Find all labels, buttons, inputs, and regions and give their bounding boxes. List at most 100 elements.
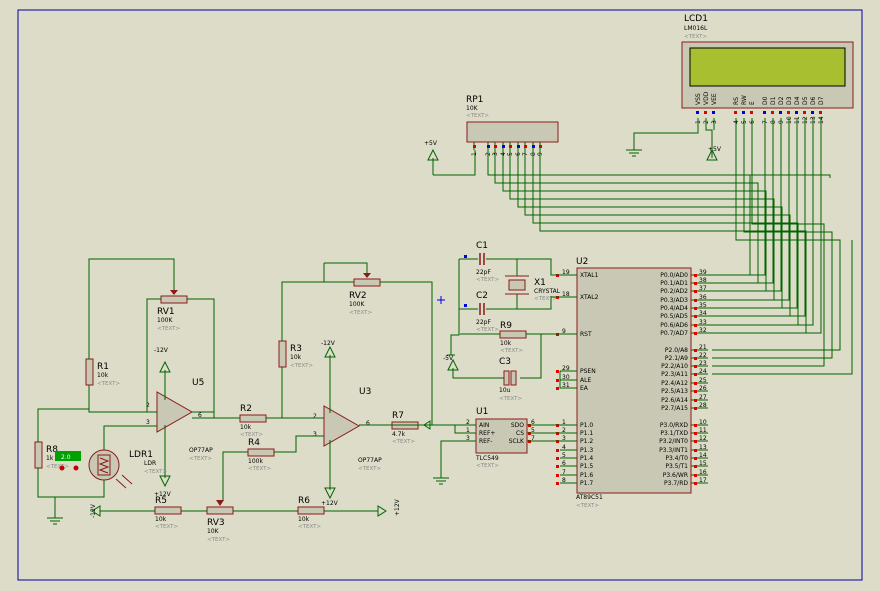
u2-pin-label-p16: P1.6 xyxy=(580,472,593,479)
rail-right-label: +12V xyxy=(394,498,401,516)
u3-text: <TEXT> xyxy=(358,466,381,472)
u3-opamp[interactable]: U3 2 3 6 OP77AP <TEXT> xyxy=(313,387,382,472)
u2-pin-marker xyxy=(694,482,697,485)
lcd-pin-label-vss: VSS xyxy=(695,93,702,105)
c2-capacitor[interactable]: C2 22pF <TEXT> xyxy=(459,291,499,333)
r9-text: <TEXT> xyxy=(500,348,523,354)
u1-pin-number: 1 xyxy=(466,427,470,434)
u2-pin-marker xyxy=(694,440,697,443)
u3-ref: U3 xyxy=(359,387,371,397)
u2-pin-label-psen: PSEN xyxy=(580,368,596,375)
ldr1-reading-box[interactable] xyxy=(55,451,81,461)
u2-pin-number: 10 xyxy=(699,419,707,426)
lcd-pin-label-d5: D5 xyxy=(802,96,809,105)
u1-pin-number: 7 xyxy=(531,435,535,442)
rv2-potentiometer[interactable]: RV2 100K <TEXT> xyxy=(349,273,381,316)
rst-wires xyxy=(460,333,577,379)
u2-pin-marker xyxy=(694,424,697,427)
rv2-value: 100K xyxy=(349,301,365,308)
lcd-pin-marker xyxy=(704,111,707,114)
u2-pin-label-p37rd: P3.7/RD xyxy=(664,480,688,487)
c1-capacitor[interactable]: C1 22pF <TEXT> xyxy=(459,241,499,283)
lcd-pin-label-rs: RS xyxy=(733,97,740,105)
u2-pin-marker xyxy=(694,432,697,435)
r2-text: <TEXT> xyxy=(240,432,263,438)
r7-resistor[interactable]: R7 4.7k <TEXT> xyxy=(391,411,419,445)
u2-pin-number: 2 xyxy=(562,427,566,434)
r9-ref: R9 xyxy=(500,321,512,331)
u2-pin-label-p02ad2: P0.2/AD2 xyxy=(660,288,688,295)
u2-pin-marker xyxy=(556,387,559,390)
r1-resistor[interactable]: R1 10k <TEXT> xyxy=(85,358,120,387)
u1-pin-label-sclk: SCLK xyxy=(509,438,525,445)
data-bus-wires xyxy=(487,118,853,375)
u3-model: OP77AP xyxy=(358,457,382,464)
u2-pin-label-p07ad7: P0.7/AD7 xyxy=(660,330,688,337)
u2-pin-marker xyxy=(694,299,697,302)
u5-pin-neg: 2 xyxy=(146,402,150,409)
r8-text: <TEXT> xyxy=(46,464,69,470)
lcd-ctrl-wire xyxy=(712,118,833,359)
c3-capacitor[interactable]: C3 10u <TEXT> xyxy=(499,357,522,402)
u2-pin-marker xyxy=(694,365,697,368)
u2-pin-number: 13 xyxy=(699,444,707,451)
u2-pin-marker xyxy=(694,382,697,385)
c1-ref: C1 xyxy=(476,241,488,251)
rv3-potentiometer[interactable]: RV3 10K <TEXT> xyxy=(206,500,234,543)
u2-pin-number: 1 xyxy=(562,419,566,426)
c3-value: 10u xyxy=(499,387,511,394)
lcd-pin-marker xyxy=(819,111,822,114)
lcd-pin-marker xyxy=(734,111,737,114)
r9-resistor[interactable]: R9 10k <TEXT> xyxy=(499,321,527,354)
lcd1-ref: LCD1 xyxy=(684,14,708,24)
lcd-power: +5V xyxy=(626,118,722,161)
u2-pin-marker xyxy=(694,332,697,335)
u2-pin-marker xyxy=(694,307,697,310)
u2-pin-number: 35 xyxy=(699,302,707,309)
c1-value: 22pF xyxy=(476,269,491,276)
rp1-pin-marker xyxy=(502,145,505,148)
r1-text: <TEXT> xyxy=(97,381,120,387)
ldr1-sensor[interactable]: LDR1 LDR <TEXT> 2.0 xyxy=(55,449,167,489)
bus-wire-p0 xyxy=(494,150,759,284)
x1-crystal[interactable]: X1 CRYSTAL <TEXT> xyxy=(505,275,561,302)
opamp-supplies xyxy=(159,345,336,500)
lcd-data-wire xyxy=(712,118,798,309)
u2-pin-marker xyxy=(694,274,697,277)
lcd-pin-marker xyxy=(742,111,745,114)
u2-pin-marker xyxy=(694,457,697,460)
u2-pin-marker xyxy=(556,370,559,373)
u2-pin-number: 30 xyxy=(562,374,570,381)
rv3-ref: RV3 xyxy=(207,518,225,528)
r2-resistor[interactable]: R2 10k <TEXT> xyxy=(239,404,267,438)
lcd-pin-label-d7: D7 xyxy=(818,96,825,105)
probe-marker-icon[interactable] xyxy=(437,296,445,304)
r4-resistor[interactable]: R4 100k <TEXT> xyxy=(247,438,275,472)
r5-resistor[interactable]: R5 10k <TEXT> xyxy=(154,496,182,530)
lcd1-component[interactable]: LCD1 LM016L <TEXT> VSS1VDD2VEE3RS4RW5E6D… xyxy=(681,14,854,124)
r3-value: 10k xyxy=(290,354,302,361)
u2-pin-marker xyxy=(694,474,697,477)
rp1-body xyxy=(466,121,559,143)
u2-pin-number: 22 xyxy=(699,352,707,359)
u2-pin-label-p27a15: P2.7/A15 xyxy=(661,405,688,412)
u2-pin-number: 7 xyxy=(562,469,566,476)
u2-pin-marker xyxy=(556,474,559,477)
r3-resistor[interactable]: R3 10k <TEXT> xyxy=(278,340,313,369)
lcd-data-wire xyxy=(712,118,814,326)
lcd1-text: <TEXT> xyxy=(684,34,707,40)
u5-opamp[interactable]: U5 2 3 6 OP77AP <TEXT> xyxy=(146,378,213,462)
bus-wire-extra xyxy=(539,150,831,178)
u5-vpos-label: -12V xyxy=(154,347,169,354)
rv1-potentiometer[interactable]: RV1 100K <TEXT> xyxy=(157,290,188,332)
rv2-text: <TEXT> xyxy=(349,310,372,316)
ldr1-text: <TEXT> xyxy=(144,469,167,475)
u3-pin-out: 6 xyxy=(366,420,370,427)
u2-pin-label-p06ad6: P0.6/AD6 xyxy=(660,322,688,329)
u2-pin-marker xyxy=(694,290,697,293)
u2-pin-number: 37 xyxy=(699,285,707,292)
